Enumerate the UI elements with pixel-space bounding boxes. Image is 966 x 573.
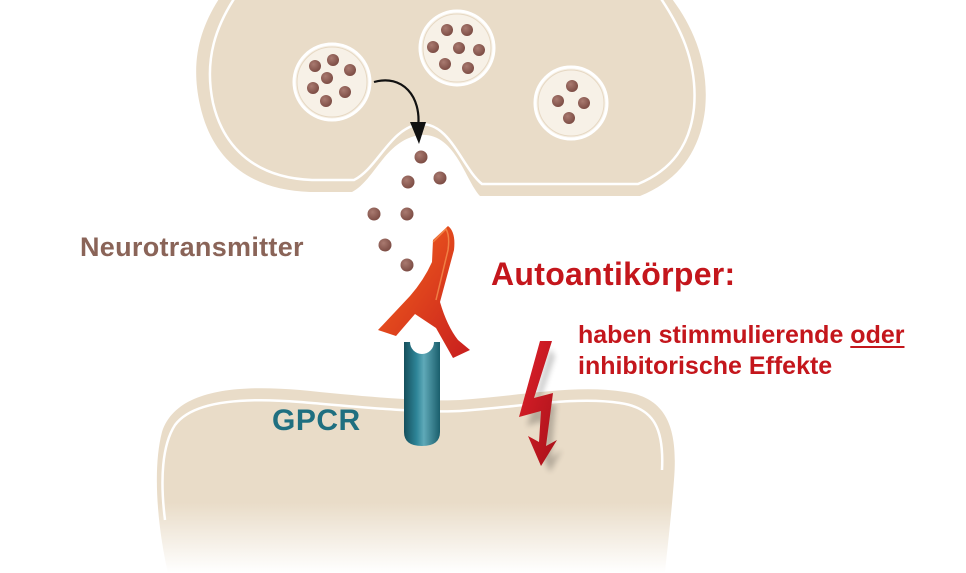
synaptic-vesicles (292, 9, 609, 141)
vesicle (292, 42, 372, 122)
autoantibody-title: Autoantikörper: (491, 256, 736, 292)
curved-arrow-icon (373, 79, 426, 144)
autoantibody (378, 226, 470, 358)
gpcr-receptor (404, 342, 440, 446)
gpcr-label: GPCR (272, 404, 361, 437)
neurotransmitter-label: Neurotransmitter (80, 232, 304, 262)
effect-line2: inhibitorische Effekte (578, 352, 833, 380)
lightning-bolt-icon (519, 341, 562, 472)
vesicle (533, 65, 609, 141)
vesicle (418, 9, 496, 87)
effect-emphasis-word: oder (850, 321, 905, 349)
effect-line1-prefix: haben stimmulierende (578, 321, 851, 349)
effect-description: haben stimmulierende oder inhibitorische… (578, 320, 904, 382)
neurotransmitter-molecules (367, 150, 447, 272)
